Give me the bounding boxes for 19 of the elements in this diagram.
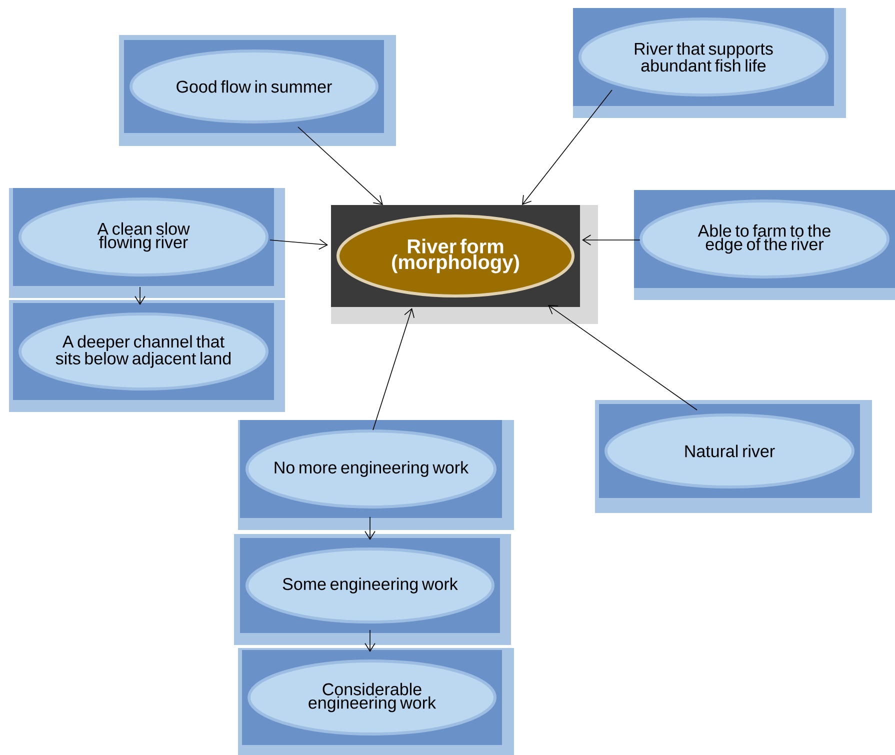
idea-box: Natural river xyxy=(595,400,872,513)
idea-box: Some engineering work xyxy=(234,534,511,645)
idea-box: A clean slow flowing river xyxy=(9,188,285,298)
arrow xyxy=(372,308,414,430)
idea-box: Good flow in summer xyxy=(119,35,396,146)
arrow xyxy=(270,238,328,250)
idea-box: Considerable engineering work xyxy=(238,648,514,755)
arrow xyxy=(364,516,376,540)
arrow xyxy=(522,90,612,205)
arrow xyxy=(548,305,698,410)
arrow xyxy=(298,126,383,205)
arrow xyxy=(134,286,146,305)
idea-box: Able to farm to the edge of the river xyxy=(634,190,895,300)
topic-box: River form (morphology) xyxy=(331,205,598,324)
idea-box: River that supports abundant fish life xyxy=(573,8,846,118)
arrow xyxy=(582,234,640,246)
arrow xyxy=(364,630,376,652)
idea-box: No more engineering work xyxy=(238,420,514,530)
idea-box: A deeper channel that sits below adjacent land xyxy=(9,300,285,412)
